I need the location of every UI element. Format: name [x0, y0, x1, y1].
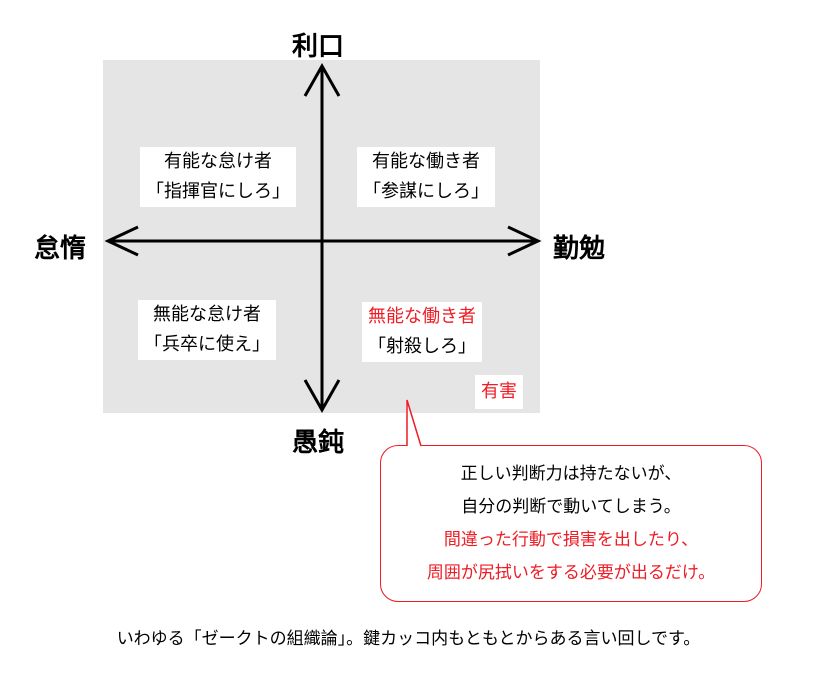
quadrant-title: 無能な働き者	[368, 306, 476, 327]
axis-label-top: 利口	[292, 32, 345, 62]
quadrant-bottom-right: 無能な働き者 「射殺しろ」	[362, 302, 482, 362]
callout-line-red: 間違った行動で損害を出したり、	[443, 530, 699, 550]
arrow-down-icon	[303, 379, 341, 414]
quadrant-top-right: 有能な働き者 「参謀にしろ」	[357, 147, 495, 207]
callout-line: 自分の判断で動いてしまう。	[461, 497, 681, 517]
quadrant-top-left: 有能な怠け者 「指揮官にしろ」	[140, 147, 296, 207]
quadrant-title: 無能な怠け者	[153, 304, 261, 325]
quadrant-advice: 「参謀にしろ」	[363, 181, 489, 202]
arrow-left-icon	[104, 225, 139, 257]
quadrant-title: 有能な働き者	[372, 151, 480, 172]
axis-label-right: 勤勉	[553, 234, 606, 264]
quadrant-advice: 「兵卒に使え」	[144, 334, 270, 355]
quadrant-title: 有能な怠け者	[164, 151, 272, 172]
quadrant-bottom-left: 無能な怠け者 「兵卒に使え」	[138, 300, 276, 360]
quadrant-advice: 「射殺しろ」	[368, 336, 476, 357]
axis-label-left: 怠惰	[34, 234, 87, 264]
arrow-right-icon	[507, 225, 542, 257]
arrow-up-icon	[303, 62, 341, 97]
quadrant-advice: 「指揮官にしろ」	[146, 181, 290, 202]
callout-line-red: 周囲が尻拭いをする必要が出るだけ。	[426, 563, 716, 583]
axis-label-bottom: 愚鈍	[292, 428, 345, 458]
callout-bubble: 正しい判断力は持たないが、 自分の判断で動いてしまう。 間違った行動で損害を出し…	[380, 445, 762, 602]
footer-note: いわゆる「ゼークトの組織論」。鍵カッコ内もともとからある言い回しです。	[116, 629, 701, 649]
callout-line: 正しい判断力は持たないが、	[460, 464, 682, 484]
harmful-tag: 有害	[475, 375, 523, 409]
